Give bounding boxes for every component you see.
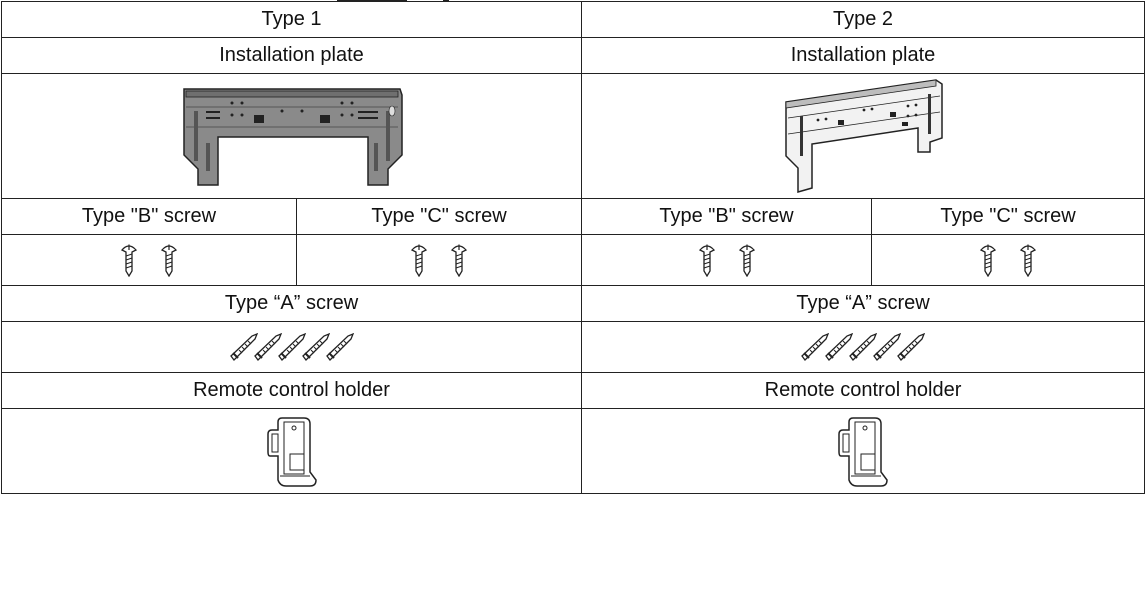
screw-icon (849, 333, 878, 361)
screw-icon (450, 244, 468, 277)
screw-icon (738, 244, 755, 277)
type-1-screw-b-cell (1, 234, 297, 286)
screw-icon (120, 244, 138, 277)
type-1-screw-a-set (2, 322, 581, 372)
screw-icon (825, 333, 854, 361)
holder-label-row: Remote control holder Remote control hol… (0, 372, 1146, 409)
remote-control-holder-icon (266, 417, 317, 487)
type-2-screw-c-cell (871, 234, 1146, 286)
remote-control-holder-icon (838, 417, 888, 487)
type-1-screw-c-cell (295, 234, 583, 286)
type-header-row: Type 1 Type 2 (0, 1, 1146, 38)
type-1-screw-c-label: Type "C" screw (295, 198, 583, 235)
screw-icon (897, 333, 926, 361)
type-1-screw-a-cell (0, 321, 583, 373)
type-1-plate-label: Installation plate (0, 37, 583, 74)
screw-a-label-row: Type “A” screw Type “A” screw (0, 285, 1146, 322)
type-2-screw-a-cell (581, 321, 1146, 373)
screw-icon (698, 244, 715, 277)
screw-bc-image-row (1, 234, 1146, 286)
screw-icon (979, 244, 997, 277)
type-2-screw-b-label: Type "B" screw (581, 198, 873, 235)
type-2-screw-b-set (582, 235, 871, 285)
type-1-holder-label: Remote control holder (0, 372, 583, 409)
plate-label-row: Installation plate Installation plate (0, 37, 1146, 74)
type-2-holder-cell (581, 408, 1146, 494)
screw-icon (410, 244, 428, 277)
installation-plate-perspective-icon (785, 79, 943, 193)
screw-a-image-row (0, 321, 1146, 373)
type-1-header: Type 1 (0, 1, 583, 38)
screw-icon (277, 333, 306, 361)
screw-icon (229, 333, 258, 361)
screw-icon (873, 333, 902, 361)
type-1-screw-c-set (297, 235, 581, 285)
type-2-plate-cell (581, 73, 1146, 199)
plate-image-row (0, 73, 1146, 199)
type-2-screw-c-set (872, 235, 1144, 285)
screw-icon (1019, 244, 1037, 277)
type-1-holder-cell (0, 408, 583, 494)
type-1-plate-cell (0, 73, 583, 199)
type-2-screw-a-label: Type “A” screw (581, 285, 1146, 322)
type-1-screw-b-set (2, 235, 296, 285)
screw-icon (160, 244, 178, 277)
screw-icon (301, 333, 330, 361)
screw-icon (325, 333, 354, 361)
holder-image-row (0, 408, 1146, 494)
type-1-screw-b-label: Type "B" screw (1, 198, 297, 235)
screw-icon (253, 333, 282, 361)
type-2-screw-b-cell (581, 234, 873, 286)
type-2-screw-a-set (582, 322, 1144, 372)
type-2-plate-label: Installation plate (581, 37, 1146, 74)
type-2-header: Type 2 (581, 1, 1146, 38)
type-2-screw-c-label: Type "C" screw (871, 198, 1146, 235)
screw-bc-label-row: Type "B" screw Type "C" screw Type "B" s… (1, 198, 1146, 235)
type-1-screw-a-label: Type “A” screw (0, 285, 583, 322)
screw-icon (801, 333, 830, 361)
installation-plate-front-icon (182, 88, 403, 186)
type-2-holder-label: Remote control holder (581, 372, 1146, 409)
accessories-table: Type 1 Type 2 Installation plate Install… (0, 1, 1146, 494)
